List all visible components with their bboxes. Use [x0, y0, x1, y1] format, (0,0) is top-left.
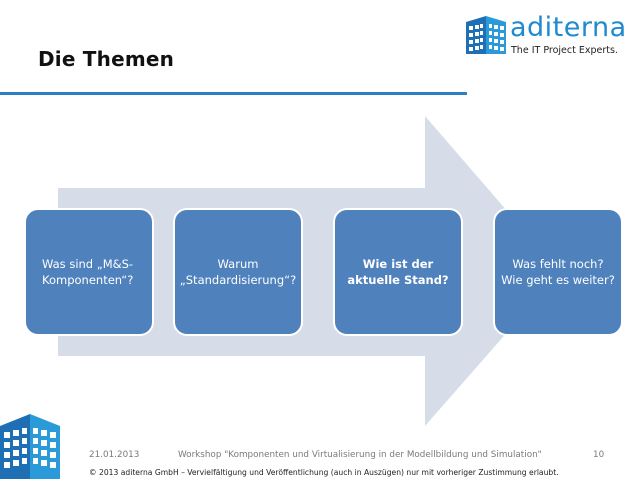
building-logo-icon [466, 16, 506, 54]
step-1-line-1: Was sind „M&S- [42, 257, 134, 271]
logo-wordmark: aditerna [510, 12, 627, 43]
step-3-line-2: aktuelle Stand? [347, 273, 449, 287]
step-box-4: Was fehlt noch? Wie geht es weiter? [493, 208, 623, 336]
footer-event: Workshop "Komponenten und Virtualisierun… [178, 450, 542, 460]
footer-building-icon [0, 414, 60, 479]
title-underline [0, 92, 467, 95]
step-2-line-1: Warum [217, 257, 259, 271]
step-box-3: Wie ist der aktuelle Stand? [333, 208, 463, 336]
slide-title: Die Themen [38, 47, 175, 71]
step-4-line-2: Wie geht es weiter? [501, 273, 615, 287]
step-2-line-2: „Standardisierung“? [179, 273, 297, 287]
logo-tagline: The IT Project Experts. [511, 45, 618, 56]
step-3-line-1: Wie ist der [362, 257, 434, 271]
footer-copyright: © 2013 aditerna GmbH – Vervielfältigung … [89, 468, 559, 477]
step-1-line-2: Komponenten“? [42, 273, 134, 287]
footer-date: 21.01.2013 [89, 450, 140, 460]
step-4-line-1: Was fehlt noch? [512, 257, 604, 271]
step-box-1: Was sind „M&S- Komponenten“? [24, 208, 154, 336]
step-box-2: Warum „Standardisierung“? [173, 208, 303, 336]
page-number: 10 [593, 450, 605, 460]
company-logo: aditerna The IT Project Experts. [462, 10, 632, 60]
